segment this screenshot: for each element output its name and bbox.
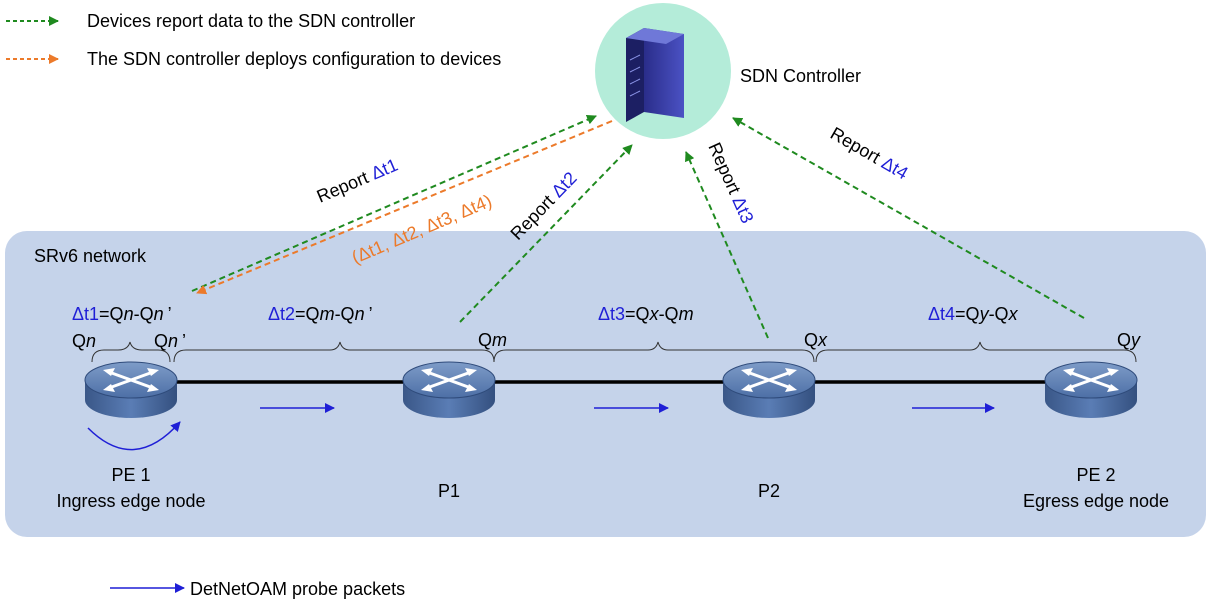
server-icon — [626, 28, 684, 122]
node-pe2-role: Egress edge node — [1023, 491, 1169, 511]
router-icon-pe2 — [1043, 360, 1139, 420]
report-arrow-p1 — [459, 144, 633, 323]
node-pe2-name: PE 2 — [1076, 465, 1115, 485]
legend: Devices report data to the SDN controlle… — [6, 11, 501, 599]
node-p2-name: P2 — [758, 481, 780, 501]
node-pe1-name: PE 1 — [111, 465, 150, 485]
report-arrow-p2 — [685, 151, 769, 339]
queue-qy: Qy — [1117, 330, 1141, 350]
formula-dt2: Δt2=Qm-Qn’ — [268, 304, 373, 324]
brace-p2-pe2 — [815, 341, 1137, 363]
controller-label: SDN Controller — [740, 66, 861, 86]
brace-pe1-queue — [91, 341, 171, 363]
queue-qn-prime: Qn’ — [154, 331, 186, 351]
report-label-4: Report Δt4 — [827, 123, 912, 183]
queue-qn: Qn — [72, 331, 96, 351]
formula-dt1: Δt1=Qn-Qn’ — [72, 304, 172, 324]
report-arrow-pe2 — [732, 117, 1085, 319]
delay-braces — [91, 341, 1137, 363]
pe1-loop-arrow — [87, 421, 181, 451]
srv6-network-area — [5, 231, 1206, 537]
brace-p1-p2 — [493, 341, 815, 363]
queue-qm: Qm — [478, 330, 507, 350]
formula-dt4: Δt4=Qy-Qx — [928, 304, 1019, 324]
legend-report-label: Devices report data to the SDN controlle… — [87, 11, 415, 31]
formula-dt3: Δt3=Qx-Qm — [598, 304, 694, 324]
legend-config-label: The SDN controller deploys configuration… — [87, 49, 501, 69]
legend-probe-label: DetNetOAM probe packets — [190, 579, 405, 599]
router-icon-p1 — [401, 360, 497, 420]
node-pe1-role: Ingress edge node — [56, 491, 205, 511]
report-label-3: Report Δt3 — [704, 139, 757, 226]
network-label: SRv6 network — [34, 246, 147, 266]
router-icon-pe1 — [83, 360, 179, 420]
config-arrow — [196, 120, 613, 295]
node-p1-name: P1 — [438, 481, 460, 501]
report-arrow-pe1 — [191, 114, 597, 292]
router-icon-p2 — [721, 360, 817, 420]
sdn-controller: SDN Controller — [595, 3, 861, 139]
brace-pe1-p1 — [173, 341, 495, 363]
report-label-1: Report Δt1 — [314, 155, 401, 207]
queue-qx: Qx — [804, 330, 828, 350]
